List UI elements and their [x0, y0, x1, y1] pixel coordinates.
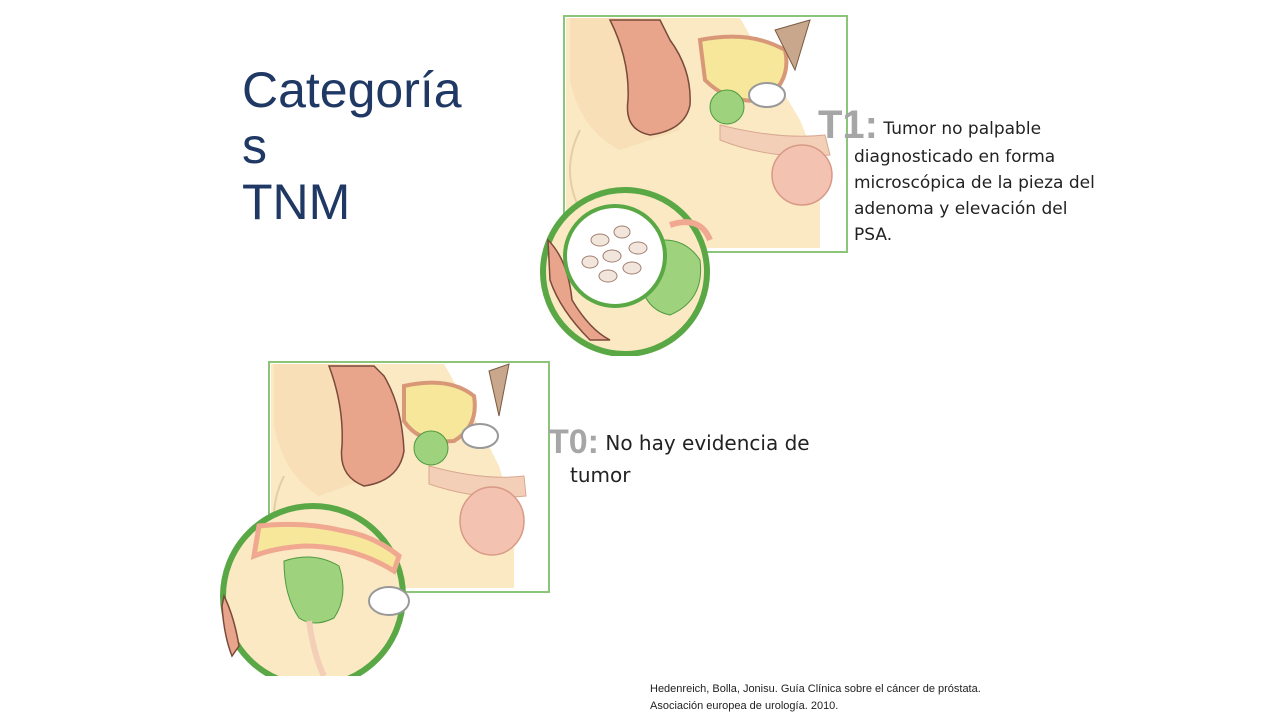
- citation-line-2: Asociación europea de urología. 2010.: [650, 700, 839, 712]
- t0-text-rest: tumor: [570, 463, 631, 487]
- t0-description: T0: No hay evidencia de tumor: [548, 423, 868, 491]
- t0-stage-label: T0:: [548, 423, 599, 461]
- t1-description: T1: Tumor no palpable diagnosticado en f…: [818, 105, 1108, 248]
- title-line-3: TNM: [242, 174, 351, 230]
- t1-anatomy-illustration: [540, 15, 848, 356]
- t0-anatomy-illustration: [220, 361, 550, 676]
- slide-title: Categoría s TNM: [242, 62, 492, 230]
- title-line-1: Categoría: [242, 62, 462, 118]
- title-line-2: s: [242, 118, 267, 174]
- t1-text-rest: diagnosticado en forma microscópica de l…: [854, 147, 1095, 245]
- t1-text-first: Tumor no palpable: [883, 119, 1042, 139]
- t1-stage-label: T1:: [818, 103, 878, 147]
- t0-text-first: No hay evidencia de: [605, 431, 810, 455]
- citation: Hedenreich, Bolla, Jonisu. Guía Clínica …: [650, 681, 1070, 715]
- citation-line-1: Hedenreich, Bolla, Jonisu. Guía Clínica …: [650, 683, 981, 695]
